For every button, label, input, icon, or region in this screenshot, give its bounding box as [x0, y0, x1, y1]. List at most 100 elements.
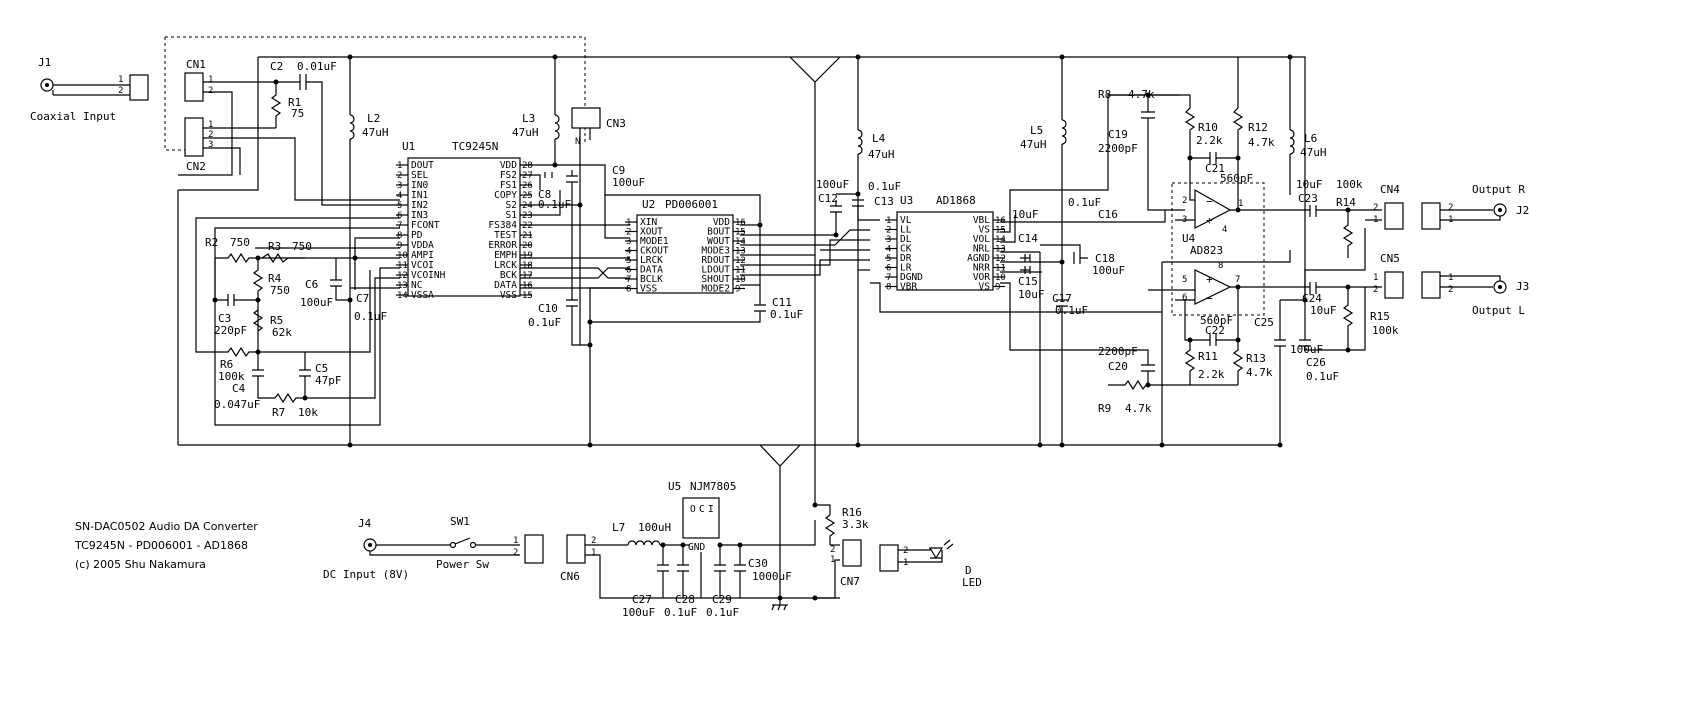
power-sw-label: Power Sw [436, 558, 489, 571]
r6-label: R6 [220, 358, 233, 371]
c11-label: C11 [772, 296, 792, 309]
cn5-label: CN5 [1380, 252, 1400, 265]
u3-pin-label: VOL [973, 234, 990, 245]
c5-label: C5 [315, 362, 328, 375]
l7-value: 100uH [638, 521, 671, 534]
u2-pin-label: BOUT [707, 227, 730, 238]
r13-label: R13 [1246, 352, 1266, 365]
c17-top-value: 0.1uF [1068, 196, 1101, 209]
output-r-label: Output R [1472, 183, 1525, 196]
r11-value: 2.2k [1198, 368, 1225, 381]
r6-value: 100k [218, 370, 245, 383]
svg-text:8: 8 [1218, 261, 1223, 271]
u1-pin-number: 9 [397, 241, 402, 251]
cn7-label: CN7 [840, 575, 860, 588]
r10-label: R10 [1198, 121, 1218, 134]
u2-label: U2 [642, 198, 655, 211]
title-line-3: (c) 2005 Shu Nakamura [75, 558, 206, 571]
u1-pin-number: 18 [522, 261, 533, 271]
c27-label: C27 [632, 593, 652, 606]
u3-pin-number: 15 [995, 226, 1006, 236]
u1-pin-label: VDDA [411, 240, 434, 251]
c9-label: C9 [612, 164, 625, 177]
title-line-2: TC9245N - PD006001 - AD1868 [74, 539, 248, 552]
svg-text:1: 1 [513, 536, 518, 546]
u3-pin-number: 2 [886, 226, 891, 236]
u3-pin-number: 16 [995, 216, 1006, 226]
u1-pin-number: 10 [397, 251, 408, 261]
c3-value: 220pF [214, 324, 247, 337]
svg-text:−: − [1206, 195, 1213, 208]
u1-pin-label: S2 [506, 200, 517, 211]
u1-pin-label: VDD [500, 160, 517, 171]
r5-value: 62k [272, 326, 292, 339]
l2-label: L2 [367, 112, 380, 125]
svg-text:2: 2 [1373, 203, 1378, 213]
u3-pin-label: DL [900, 234, 912, 245]
u2-pin-label: WOUT [707, 236, 730, 247]
u1-pin-number: 6 [397, 211, 402, 221]
l5-value: 47uH [1020, 138, 1047, 151]
j1-label: J1 [38, 56, 51, 69]
c23-label: C23 [1298, 192, 1318, 205]
u1-name: TC9245N [452, 140, 498, 153]
u1-pin-label: FS384 [488, 220, 517, 231]
u1-pin-label: IN2 [411, 200, 428, 211]
u2-pin-number: 4 [626, 247, 631, 257]
u2-name: PD006001 [665, 198, 718, 211]
c2-label: C2 [270, 60, 283, 73]
svg-text:−: − [1206, 292, 1213, 305]
u3-pin-label: AGND [967, 253, 990, 264]
c12-label: C12 [818, 192, 838, 205]
l2-value: 47uH [362, 126, 389, 139]
u5-name: NJM7805 [690, 480, 736, 493]
cn2-label: CN2 [186, 160, 206, 173]
c25-label: C25 [1254, 316, 1274, 329]
c24-value: 10uF [1310, 304, 1337, 317]
u1-tc9245n: U1 TC9245N DOUT1SEL2IN03IN14IN25IN36FCON… [396, 140, 533, 301]
u1-pin-label: VSS [500, 290, 517, 301]
u1-pin-label: SEL [411, 170, 428, 181]
c21-label: C21 [1205, 162, 1225, 175]
u3-wiring: 10uF C16 0.1uF [820, 94, 1180, 351]
u1-pin-label: DATA [494, 280, 517, 291]
inductor-l4: L4 47uH 100uF C12 0.1uF C13 [816, 54, 901, 448]
u1-pin-label: VCOI [411, 260, 434, 271]
u3-pin-number: 1 [886, 216, 891, 226]
coaxial-input-label: Coaxial Input [30, 110, 116, 123]
c17-value: 0.1uF [1055, 304, 1088, 317]
u1-pin-number: 28 [522, 161, 533, 171]
input-network: 12 CN1 123 CN2 C2 0.01uF R1 75 [178, 58, 400, 206]
svg-text:3: 3 [1182, 215, 1187, 225]
left-channel-filter: 56 78 +− 2200pF C20 R9 4.7k 560pF C22 R1… [1098, 228, 1399, 448]
title-block: SN-DAC0502 Audio DA Converter TC9245N - … [74, 520, 258, 571]
u2-pin-label: MODE1 [640, 236, 669, 247]
u2-pin-number: 1 [626, 218, 631, 228]
u2-pin-label: MODE3 [701, 246, 730, 257]
r14-label: R14 [1336, 196, 1356, 209]
c30-value: 1000uF [752, 570, 792, 583]
c20-value: 2200pF [1098, 345, 1138, 358]
u1-pin-number: 7 [397, 221, 402, 231]
u3-pin-number: 11 [995, 264, 1006, 274]
c29-label: C29 [712, 593, 732, 606]
u1-pin-label: VCOINH [411, 270, 446, 281]
u2-pin-label: DATA [640, 265, 663, 276]
svg-text:3: 3 [208, 140, 213, 150]
u1-pin-number: 8 [397, 231, 402, 241]
r1-label: R1 [288, 96, 301, 109]
u3-pin-label: DR [900, 253, 912, 264]
c6-label: C6 [305, 278, 318, 291]
svg-text:2: 2 [1448, 203, 1453, 213]
svg-text:+: + [1206, 214, 1213, 227]
u2-pin-label: VDD [713, 217, 730, 228]
capacitor-c8-c9: C9 100uF C8 0.1uF [538, 164, 645, 211]
svg-text:5: 5 [1182, 275, 1187, 285]
regulator-pin-label: I [708, 504, 714, 515]
c21-value: 560pF [1220, 172, 1253, 185]
r4-label: R4 [268, 272, 282, 285]
c17-label: C17 [1052, 292, 1072, 305]
u2-pin-label: XOUT [640, 227, 663, 238]
u1-pin-number: 13 [397, 281, 408, 291]
u1-pin-label: TEST [494, 230, 517, 241]
